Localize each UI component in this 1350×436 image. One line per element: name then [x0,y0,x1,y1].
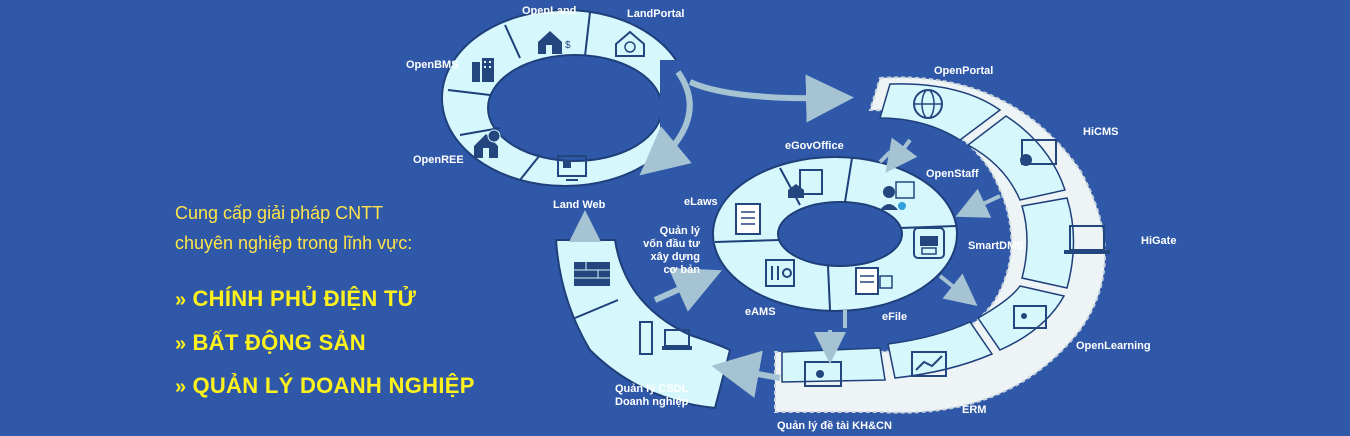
label-quanly-csdl[interactable]: Quản lý CSDL Doanh nghiệp [615,383,688,409]
openstaff-icon [880,181,915,210]
label-openstaff[interactable]: OpenStaff [926,168,979,180]
landweb-icon [557,155,587,181]
label-eams[interactable]: eAMS [745,306,776,318]
label-openbms[interactable]: OpenBMS [406,59,459,71]
svg-text:$: $ [565,40,571,51]
label-line: vốn đầu tư [643,238,700,250]
label-hicms[interactable]: HiCMS [1083,126,1119,138]
label-openlearning[interactable]: OpenLearning [1076,340,1151,352]
bullet-bat-dong-san[interactable]: »BẤT ĐỘNG SẢN [175,330,366,357]
bullet-mark: » [175,333,187,355]
hicms-icon [1020,139,1057,166]
label-line: cơ bản [663,264,700,276]
segment-hicms[interactable] [966,115,1066,201]
label-egovoffice[interactable]: eGovOffice [785,140,844,152]
label-efile[interactable]: eFile [882,311,908,323]
server-devices-icon [639,321,692,355]
efile-icon [855,267,893,295]
label-line: xây dựng [650,251,700,263]
intro-line-1: Cung cấp giải pháp CNTT [175,203,384,223]
label-quanly-detai[interactable]: Quản lý đề tài KH&CN [777,420,892,432]
left-arc [554,239,732,410]
bullet-mark: » [175,376,187,398]
label-landweb[interactable]: Land Web [553,199,606,211]
segment-openlearning[interactable] [976,285,1066,351]
label-erm[interactable]: ERM [962,404,987,416]
erm-icon [911,351,947,377]
landportal-icon [615,30,645,57]
openportal-icon [913,89,943,119]
elaws-icon [735,203,761,235]
openree-icon [474,129,501,158]
bullet-mark: » [175,289,187,311]
bullet-text: BẤT ĐỘNG SẢN [192,330,366,355]
label-landportal[interactable]: LandPortal [627,8,685,20]
connector-arrows [569,70,1001,398]
intro-line-2: chuyên nghiệp trong lĩnh vực: [175,233,413,253]
bullet-text: QUẢN LÝ DOANH NGHIỆP [192,373,475,398]
brick-wall-icon [574,262,610,286]
label-openree[interactable]: OpenREE [413,154,464,166]
label-line: Quản lý [659,225,700,237]
segment-erm[interactable] [887,321,994,379]
label-elaws[interactable]: eLaws [684,196,718,208]
center-ring [712,156,958,312]
label-openportal[interactable]: OpenPortal [934,65,994,77]
higate-icon [1064,225,1110,254]
segment-higate[interactable] [1021,197,1075,289]
bullet-chinh-phu[interactable]: »CHÍNH PHỦ ĐIỆN TỬ [175,286,416,313]
segment-quanly-detai[interactable] [781,347,886,383]
label-line: Quản lý CSDL [615,383,689,395]
label-higate[interactable]: HiGate [1141,235,1177,247]
openland-icon: $ [538,31,571,54]
openlearning-icon [1013,305,1047,329]
smartdms-icon [913,227,945,259]
openbms-icon [472,58,494,82]
label-line: Doanh nghiệp [615,396,689,408]
label-von-dau-tu[interactable]: Quản lý vốn đầu tư xây dựng cơ bản [620,225,700,277]
bullet-text: CHÍNH PHỦ ĐIỆN TỬ [192,286,417,311]
label-smartdms[interactable]: SmartDMS [968,240,1024,252]
label-openland[interactable]: OpenLand [522,5,577,17]
bullet-quan-ly-doanh-nghiep[interactable]: »QUẢN LÝ DOANH NGHIỆP [175,373,475,400]
egovoffice-icon [788,169,823,198]
eams-icon [765,259,795,287]
